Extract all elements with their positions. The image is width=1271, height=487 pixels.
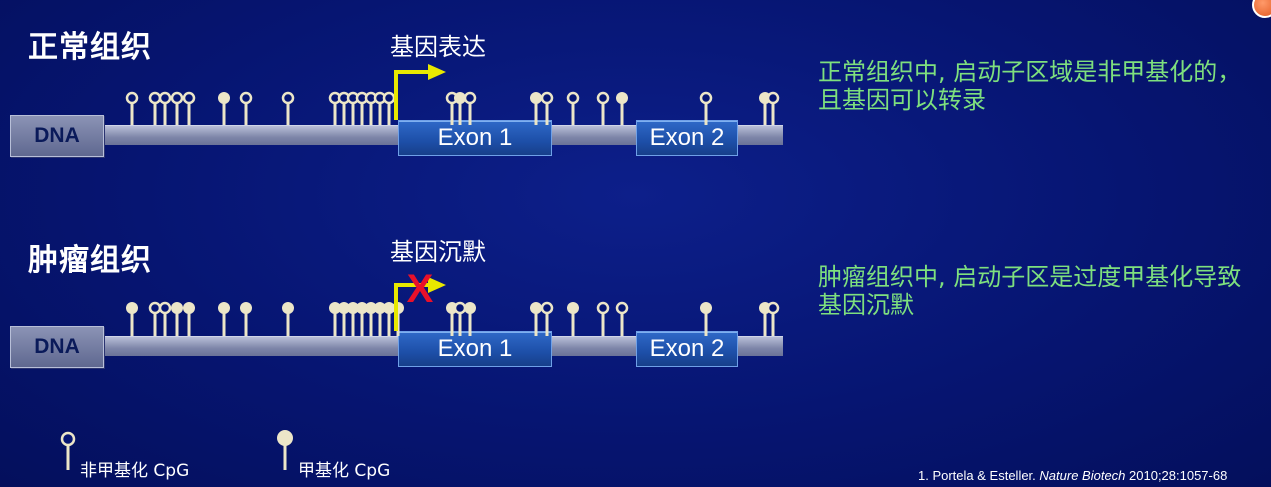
tumor-dna-label: DNA — [10, 326, 104, 368]
normal-cpg-open-13 — [364, 91, 378, 125]
tumor-cpg-filled-8 — [282, 302, 294, 336]
normal-cpg-open-15 — [382, 91, 396, 125]
blocked-x-mark: X — [407, 267, 434, 311]
tumor-cpg-filled-10 — [338, 302, 350, 336]
tumor-exon-2: Exon 2 — [636, 331, 738, 367]
normal-cpg-open-3 — [158, 91, 172, 125]
normal-cpg-open-24 — [699, 91, 713, 125]
corner-badge-icon — [1252, 0, 1271, 18]
tumor-exon-1: Exon 1 — [398, 331, 552, 367]
normal-tissue-title: 正常组织 — [28, 30, 152, 65]
tumor-cpg-filled-1 — [126, 302, 138, 336]
normal-cpg-filled-17 — [454, 92, 466, 125]
normal-cpg-open-5 — [182, 91, 196, 125]
tumor-cpg-filled-5 — [183, 302, 195, 336]
normal-cpg-open-1 — [125, 91, 139, 125]
normal-cpg-open-8 — [281, 91, 295, 125]
tumor-cpg-filled-13 — [365, 302, 377, 336]
tumor-cpg-open-23 — [596, 301, 610, 336]
tumor-cpg-filled-19 — [464, 302, 476, 336]
tumor-cpg-filled-25 — [700, 302, 712, 336]
citation: 1. Portela & Esteller. Nature Biotech 20… — [918, 468, 1227, 483]
normal-cpg-open-18 — [463, 91, 477, 125]
tumor-cpg-open-21 — [540, 301, 554, 336]
tumor-cpg-markers — [126, 301, 780, 336]
tumor-cpg-open-24 — [615, 301, 629, 336]
citation-journal: Nature Biotech — [1039, 468, 1126, 483]
normal-cpg-open-9 — [328, 91, 342, 125]
normal-cpg-markers — [125, 91, 780, 125]
tumor-cpg-filled-15 — [383, 302, 395, 336]
tumor-cpg-filled-6 — [218, 302, 230, 336]
tumor-cpg-filled-12 — [356, 302, 368, 336]
gene-expression-label: 基因表达 — [390, 33, 486, 61]
citation-suffix: 2010;28:1057-68 — [1125, 468, 1228, 483]
tumor-cpg-open-18 — [453, 301, 467, 336]
normal-cpg-open-2 — [148, 91, 162, 125]
tumor-cpg-filled-7 — [240, 302, 252, 336]
tumor-cpg-filled-11 — [347, 302, 359, 336]
normal-dna-label: DNA — [10, 115, 104, 157]
normal-cpg-open-11 — [346, 91, 360, 125]
normal-cpg-open-20 — [540, 91, 554, 125]
normal-cpg-open-21 — [566, 91, 580, 125]
gene-silencing-label: 基因沉默 — [390, 238, 486, 266]
normal-cpg-open-12 — [355, 91, 369, 125]
legend-methylated-label: 甲基化 CpG — [298, 461, 391, 481]
normal-cpg-open-16 — [445, 91, 459, 125]
legend-methylated-icon — [277, 430, 293, 470]
normal-exon-1: Exon 1 — [398, 120, 552, 156]
transcription-arrow-tumor — [394, 277, 446, 331]
tumor-description: 肿瘤组织中, 启动子区是过度甲基化导致基因沉默 — [818, 263, 1242, 319]
normal-cpg-filled-23 — [616, 92, 628, 125]
normal-cpg-filled-6 — [218, 92, 230, 125]
tumor-tissue-title: 肿瘤组织 — [28, 243, 152, 278]
citation-prefix: 1. Portela & Esteller. — [918, 468, 1040, 483]
normal-description: 正常组织中, 启动子区域是非甲基化的，且基因可以转录 — [818, 58, 1242, 114]
tumor-cpg-filled-4 — [171, 302, 183, 336]
transcription-arrow-normal — [394, 64, 446, 120]
tumor-cpg-filled-9 — [329, 302, 341, 336]
normal-cpg-open-4 — [170, 91, 184, 125]
tumor-cpg-open-27 — [766, 301, 780, 336]
normal-exon-2: Exon 2 — [636, 120, 738, 156]
tumor-cpg-filled-22 — [567, 302, 579, 336]
normal-cpg-open-7 — [239, 91, 253, 125]
normal-cpg-open-26 — [766, 91, 780, 125]
tumor-cpg-open-2 — [148, 301, 162, 336]
tumor-cpg-filled-20 — [530, 302, 542, 336]
normal-cpg-open-22 — [596, 91, 610, 125]
normal-cpg-filled-19 — [530, 92, 542, 125]
normal-cpg-open-10 — [337, 91, 351, 125]
legend-unmethylated-icon — [60, 431, 76, 470]
legend-unmethylated-label: 非甲基化 CpG — [80, 461, 190, 481]
tumor-cpg-open-3 — [158, 301, 172, 336]
tumor-cpg-filled-14 — [374, 302, 386, 336]
